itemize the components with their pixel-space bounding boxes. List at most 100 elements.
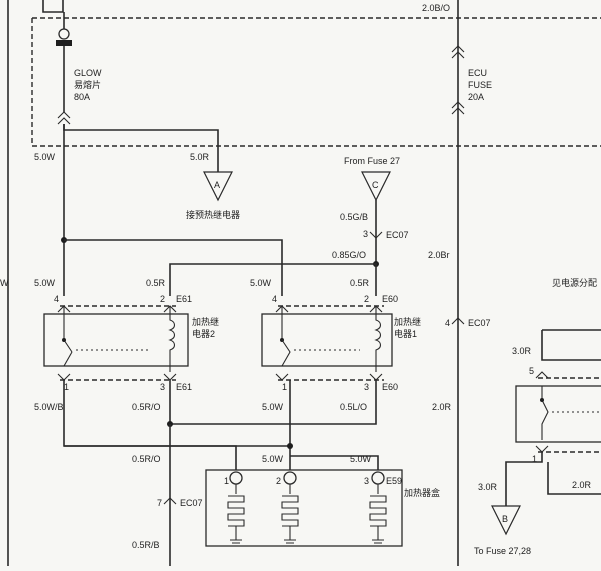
wire-label-05lo: 0.5L/O xyxy=(340,402,367,412)
relay1-pin3: 3 xyxy=(364,382,369,392)
wire-30r-right-upper xyxy=(541,330,601,361)
wire-to-connector-a xyxy=(63,124,219,172)
relay2-connector-bottom: E61 xyxy=(176,382,192,392)
relay1-bottom-chevrons xyxy=(275,373,383,381)
relay1-top-chevrons xyxy=(275,305,383,313)
glow-fuse-label-1: GLOW xyxy=(74,68,102,78)
relay2-name-2: 电器2 xyxy=(192,328,215,339)
wire-to-heater3 xyxy=(290,455,379,470)
relay2-pin1: 1 xyxy=(64,382,69,392)
glow-fuse-label-3: 80A xyxy=(74,92,90,102)
connector-a xyxy=(203,171,233,202)
relay2-body xyxy=(43,313,189,367)
right-relay-pin1: 1 xyxy=(532,454,537,464)
heater-element-2 xyxy=(281,471,299,544)
wire-to-heater1 xyxy=(64,445,237,470)
wire-label-50w-h2: 5.0W xyxy=(350,454,372,464)
connector-c-label: C xyxy=(372,180,379,190)
relay2-switch-blade xyxy=(63,339,73,353)
wire-05lo-loop xyxy=(170,380,377,425)
ec07-pin7: 7 xyxy=(157,498,162,508)
relay1-pin1: 1 xyxy=(282,382,287,392)
ec07-label-bottom: EC07 xyxy=(180,498,203,508)
heater-pin1: 1 xyxy=(224,476,229,486)
relay2-switch-lower xyxy=(63,351,73,367)
relay2-coil xyxy=(168,306,176,372)
wire-label-20br: 2.0Br xyxy=(428,250,450,260)
ec07-label-top: EC07 xyxy=(386,230,409,240)
heater-name: 加热器盒 xyxy=(404,487,440,498)
relay2-name-1: 加热继 xyxy=(192,316,219,327)
to-fuse-label: To Fuse 27,28 xyxy=(474,546,531,556)
ec07-pin3: 3 xyxy=(363,229,368,239)
connector-b-label: B xyxy=(502,514,508,524)
ecu-fuse-label-2: FUSE xyxy=(468,80,492,90)
glow-fuse-chevron xyxy=(57,111,71,125)
left-edge-label: W xyxy=(0,278,9,288)
relay2-switch-pivot xyxy=(62,338,66,342)
right-relay-pivot xyxy=(540,398,544,402)
relay-label: 接预热继电器 xyxy=(186,209,240,220)
wire-label-05r-r2: 0.5R xyxy=(146,278,166,288)
relay1-name-2: 电器1 xyxy=(394,328,417,339)
heater-connector-id: E59 xyxy=(386,476,402,486)
right-relay-bottom-chevron xyxy=(535,445,549,453)
ec07-pin7-chevron xyxy=(163,497,177,505)
right-relay-switch xyxy=(541,386,549,440)
right-relay-top-chevron xyxy=(535,371,549,379)
glow-fuse-terminal xyxy=(58,28,70,40)
heater-pin2: 2 xyxy=(276,476,281,486)
wire-label-05ro-a: 0.5R/O xyxy=(132,402,161,412)
relay1-connector-top: E60 xyxy=(382,294,398,304)
relay2-pin3: 3 xyxy=(160,382,165,392)
top-wire-label: 2.0B/O xyxy=(422,3,450,13)
relay1-connector-bottom: E60 xyxy=(382,382,398,392)
connector-c xyxy=(361,171,391,202)
ec07-label-mid: EC07 xyxy=(468,318,491,328)
wire-085go-bus xyxy=(169,263,377,296)
ecu-fuse-label-1: ECU xyxy=(468,68,487,78)
fuse-box-boundary xyxy=(31,17,601,147)
wire-label-50w-r1: 5.0W xyxy=(250,278,272,288)
wire-label-085go: 0.85G/O xyxy=(332,250,366,260)
wire-30r-to-b xyxy=(505,452,543,506)
wire-label-50w-b: 5.0W xyxy=(262,402,284,412)
wire-label-50r-top: 5.0R xyxy=(190,152,210,162)
wire-label-05gb: 0.5G/B xyxy=(340,212,368,222)
wire-20r-right xyxy=(547,462,601,495)
right-relay-body xyxy=(515,385,601,443)
heater-element-1 xyxy=(227,471,245,544)
wire-label-30r-right: 3.0R xyxy=(512,346,532,356)
relay2-top-chevrons xyxy=(57,305,177,313)
from-fuse-label: From Fuse 27 xyxy=(344,156,400,166)
relay2-connector-top: E61 xyxy=(176,294,192,304)
glow-fuse-body xyxy=(56,40,72,46)
junction-heater xyxy=(287,443,293,449)
heater-pin3: 3 xyxy=(364,476,369,486)
ecu-fuse-label-3: 20A xyxy=(468,92,484,102)
battery-feed-wire xyxy=(42,0,64,13)
wire-label-20r-mid: 2.0R xyxy=(432,402,452,412)
ecu-fuse-chevron-top xyxy=(451,45,465,59)
wire-label-20r-bot: 2.0R xyxy=(572,480,592,490)
wire-label-30r-bot: 3.0R xyxy=(478,482,498,492)
wire-label-50w-r2: 5.0W xyxy=(34,278,56,288)
wire-label-05rb: 0.5R/B xyxy=(132,540,160,550)
ec07-pin3-chevron xyxy=(369,231,383,239)
wire-label-50w-top: 5.0W xyxy=(34,152,56,162)
ecu-fuse-chevron-bottom xyxy=(451,101,465,115)
glow-fuse-label-2: 易熔片 xyxy=(74,79,101,90)
wire-50w-to-relay1 xyxy=(64,239,283,296)
relay1-coil xyxy=(374,306,382,372)
wire-label-50wb: 5.0W/B xyxy=(34,402,64,412)
power-dist-label: 见电源分配 xyxy=(552,277,597,288)
ec07-pin4-chevron xyxy=(451,317,465,325)
connector-b xyxy=(491,505,521,536)
ec07-pin4: 4 xyxy=(445,318,450,328)
connector-a-label: A xyxy=(214,180,220,190)
relay1-name-1: 加热继 xyxy=(394,316,421,327)
heater-element-3 xyxy=(369,471,387,544)
relay2-bottom-chevrons xyxy=(57,373,177,381)
